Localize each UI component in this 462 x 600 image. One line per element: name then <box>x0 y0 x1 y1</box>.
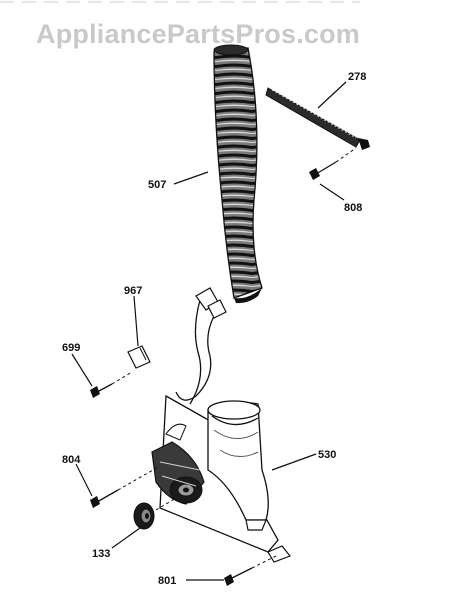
label-507: 507 <box>148 179 166 191</box>
leader-133 <box>111 527 141 549</box>
pulley-133 <box>133 502 155 530</box>
dash-133 <box>155 497 177 511</box>
screw-801 <box>224 567 253 586</box>
dash-699 <box>111 371 133 385</box>
label-699: 699 <box>62 342 80 354</box>
flexible-duct-507 <box>213 44 263 304</box>
leader-699 <box>71 353 93 387</box>
leader-278 <box>317 81 347 109</box>
blower-assembly-530 <box>151 394 291 563</box>
leader-804 <box>75 463 93 497</box>
leader-530 <box>271 453 317 471</box>
screw-699 <box>90 383 113 398</box>
label-801: 801 <box>158 575 176 587</box>
dash-801 <box>251 555 277 569</box>
watermark-text: AppliancePartsPros.com <box>36 19 360 49</box>
screw-808 <box>309 161 337 180</box>
label-278: 278 <box>348 71 366 83</box>
wire-harness <box>175 287 227 405</box>
label-530: 530 <box>318 449 336 461</box>
dash-804 <box>117 465 161 491</box>
dash-808 <box>335 147 357 163</box>
screw-804 <box>90 489 119 508</box>
cable-tie-278 <box>265 87 370 150</box>
label-808: 808 <box>344 202 362 214</box>
clip-967 <box>127 345 151 369</box>
label-804: 804 <box>62 454 81 466</box>
label-133: 133 <box>92 548 110 560</box>
leader-507 <box>173 171 209 185</box>
label-967: 967 <box>124 285 142 297</box>
leader-967 <box>133 295 139 347</box>
leader-808 <box>319 183 345 201</box>
